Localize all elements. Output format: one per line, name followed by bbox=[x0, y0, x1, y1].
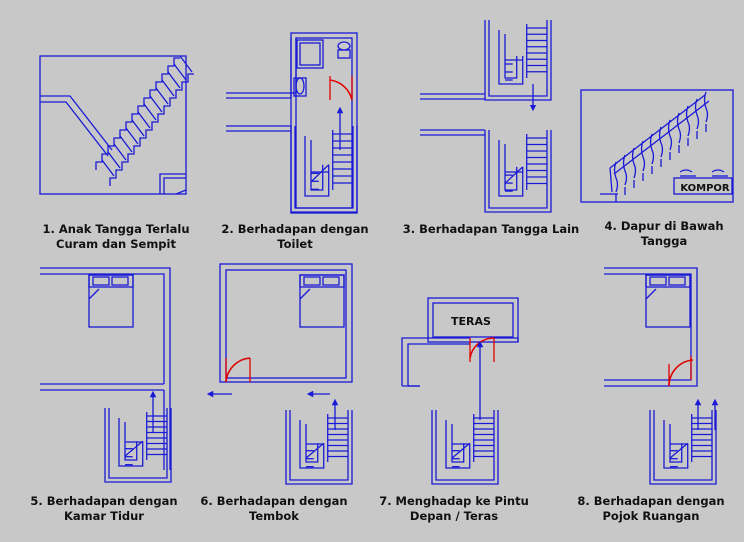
caption-4-line1: 4. Dapur di Bawah bbox=[604, 219, 724, 233]
diagram-2-facing-toilet bbox=[226, 32, 358, 214]
caption-2-line1: 2. Berhadapan dengan bbox=[221, 222, 369, 236]
caption-5-line2: Kamar Tidur bbox=[64, 509, 144, 523]
caption-2: 2. Berhadapan dengan Toilet bbox=[205, 222, 385, 252]
caption-3: 3. Berhadapan Tangga Lain bbox=[401, 222, 581, 237]
caption-8-line2: Pojok Ruangan bbox=[602, 509, 700, 523]
caption-6-line1: 6. Berhadapan dengan bbox=[200, 494, 348, 508]
caption-4-line2: Tangga bbox=[640, 234, 688, 248]
caption-8: 8. Berhadapan dengan Pojok Ruangan bbox=[561, 494, 741, 524]
kompor-label: KOMPOR bbox=[680, 183, 730, 194]
caption-1-line1: 1. Anak Tangga Terlalu bbox=[42, 222, 190, 236]
caption-7: 7. Menghadap ke Pintu Depan / Teras bbox=[364, 494, 544, 524]
caption-4: 4. Dapur di Bawah Tangga bbox=[574, 219, 744, 249]
diagram-5-facing-bedroom bbox=[40, 267, 172, 483]
caption-6: 6. Berhadapan dengan Tembok bbox=[184, 494, 364, 524]
caption-5: 5. Berhadapan dengan Kamar Tidur bbox=[14, 494, 194, 524]
caption-7-line2: Depan / Teras bbox=[409, 509, 499, 523]
caption-2-line2: Toilet bbox=[277, 237, 313, 251]
caption-8-line1: 8. Berhadapan dengan bbox=[577, 494, 725, 508]
diagram-4-kitchen-under-stairs bbox=[580, 89, 734, 203]
caption-1-line2: Curam dan Sempit bbox=[56, 237, 176, 251]
diagram-1-steep-stairs bbox=[39, 55, 194, 195]
diagram-8-facing-corner bbox=[604, 267, 719, 485]
caption-1: 1. Anak Tangga Terlalu Curam dan Sempit bbox=[26, 222, 206, 252]
caption-6-line2: Tembok bbox=[249, 509, 299, 523]
diagram-7-facing-front-door bbox=[401, 297, 519, 485]
caption-5-line1: 5. Berhadapan dengan bbox=[30, 494, 178, 508]
caption-3-line1: 3. Berhadapan Tangga Lain bbox=[402, 222, 580, 236]
caption-7-line1: 7. Menghadap ke Pintu bbox=[379, 494, 529, 508]
diagram-6-facing-wall bbox=[206, 263, 353, 485]
diagram-3-facing-stairs bbox=[420, 20, 552, 213]
teras-label: TERAS bbox=[451, 315, 491, 328]
